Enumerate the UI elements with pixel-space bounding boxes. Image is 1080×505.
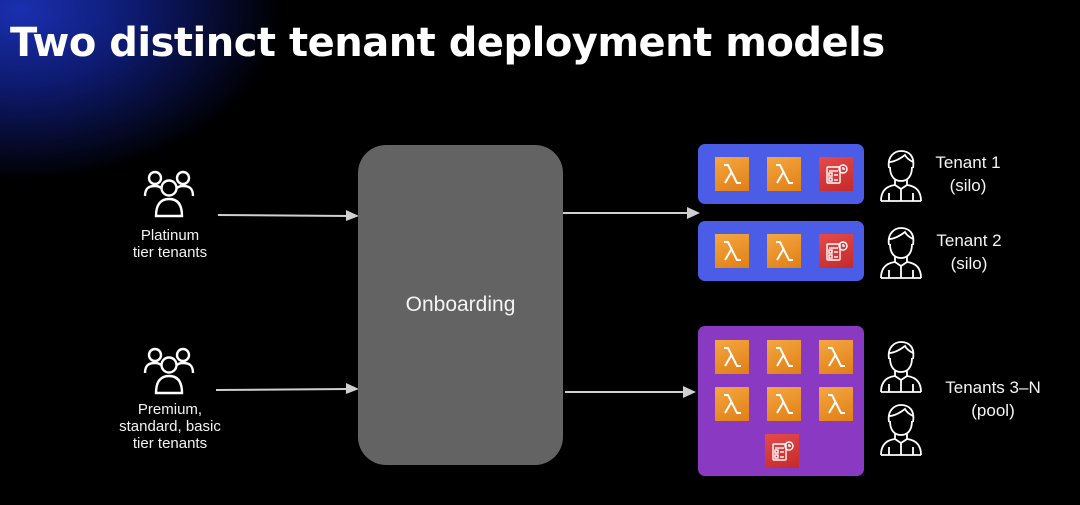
premium-label-line1: Premium, xyxy=(137,401,203,418)
tenant2-label: Tenant 2 (silo) xyxy=(919,229,1019,275)
users-group-icon xyxy=(143,347,195,395)
lambda-icon xyxy=(715,157,749,191)
tenant1-label-line2: (silo) xyxy=(949,176,987,195)
lambda-icon xyxy=(819,387,853,421)
lambda-icon xyxy=(715,387,749,421)
arrow-onboarding-to-tenant1 xyxy=(563,207,700,219)
pool-label-line1: Tenants 3–N xyxy=(945,378,1041,397)
arrow-onboarding-to-pool xyxy=(565,386,696,398)
pool-tenants-label: Tenants 3–N (pool) xyxy=(928,376,1058,422)
premium-tier-label: Premium, standard, basic tier tenants xyxy=(105,401,235,452)
onboarding-box: Onboarding xyxy=(358,145,563,465)
page-title: Two distinct tenant deployment models xyxy=(10,20,885,66)
person-icon xyxy=(880,150,922,202)
database-icon xyxy=(765,434,799,468)
pool-label-line2: (pool) xyxy=(971,401,1015,420)
person-icon xyxy=(880,404,922,456)
onboarding-label: Onboarding xyxy=(405,293,516,316)
database-icon xyxy=(819,157,853,191)
lambda-icon xyxy=(767,340,801,374)
tenant2-label-line2: (silo) xyxy=(950,254,988,273)
premium-label-line3: tier tenants xyxy=(132,435,208,452)
lambda-icon xyxy=(819,340,853,374)
platinum-label-line2: tier tenants xyxy=(132,244,208,261)
premium-label-line2: standard, basic xyxy=(119,418,221,435)
users-group-icon xyxy=(143,170,195,218)
lambda-icon xyxy=(767,234,801,268)
person-icon xyxy=(880,341,922,393)
lambda-icon xyxy=(767,157,801,191)
platinum-label-line1: Platinum xyxy=(140,227,200,244)
person-icon xyxy=(880,227,922,279)
platinum-tier-label: Platinum tier tenants xyxy=(110,227,230,261)
tenant2-label-line1: Tenant 2 xyxy=(936,231,1002,250)
tenant1-label: Tenant 1 (silo) xyxy=(918,151,1018,197)
arrow-platinum-to-onboarding xyxy=(218,210,359,221)
database-icon xyxy=(819,234,853,268)
lambda-icon xyxy=(715,234,749,268)
arrow-premium-to-onboarding xyxy=(216,383,359,394)
lambda-icon xyxy=(715,340,749,374)
tenant1-label-line1: Tenant 1 xyxy=(935,153,1001,172)
lambda-icon xyxy=(767,387,801,421)
